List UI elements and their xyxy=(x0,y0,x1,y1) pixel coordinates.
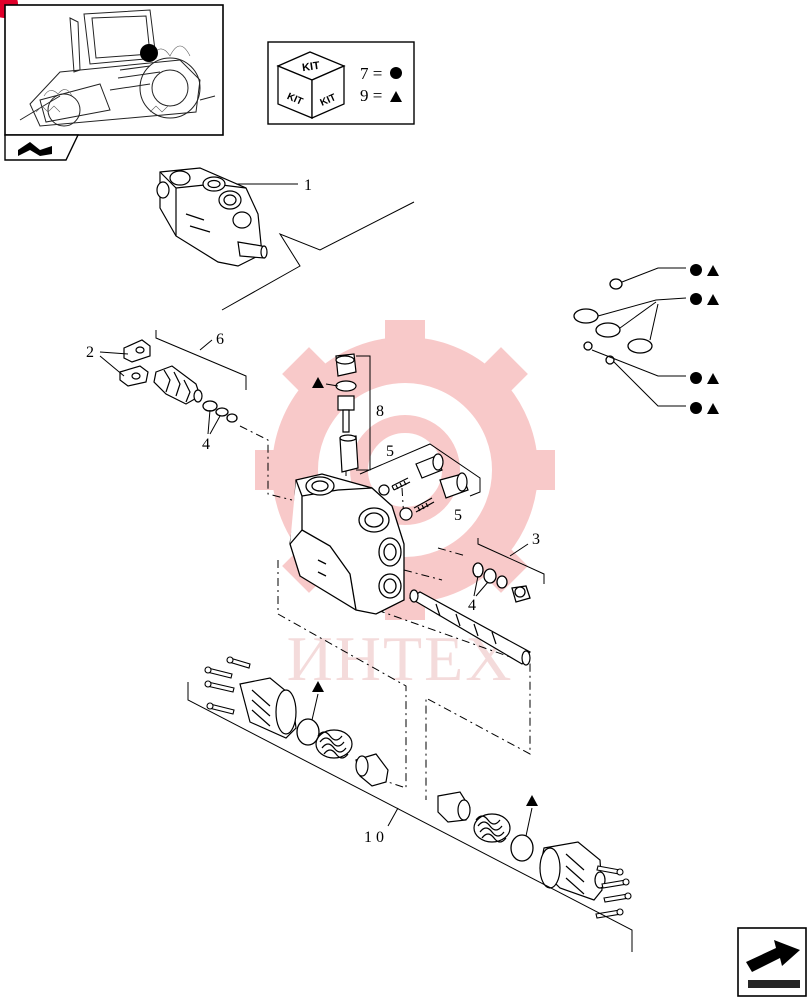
triangle-symbol-icon xyxy=(312,681,324,692)
bolts-left xyxy=(204,656,251,715)
relief-valve-part-8 xyxy=(335,353,359,473)
tractor-location-thumbnail[interactable] xyxy=(4,4,224,136)
kit-box-icon xyxy=(276,51,346,119)
seal-kit-symbols xyxy=(690,264,719,414)
callout-6: 6 xyxy=(216,331,224,348)
kit-line-circle: 7 = xyxy=(360,64,382,83)
callout-5-bottom: 5 xyxy=(454,507,462,524)
break-line xyxy=(221,201,415,311)
triangle-symbol-icon xyxy=(312,377,324,388)
bracket-8 xyxy=(356,355,371,471)
callout-4-right: 4 xyxy=(468,597,476,614)
leader-10 xyxy=(387,807,399,827)
leader-triangle-right xyxy=(525,807,533,837)
callout-2: 2 xyxy=(86,344,94,361)
triangle-symbol-icon xyxy=(526,795,538,806)
leader-triangle-left xyxy=(311,693,319,721)
spring-seat-left xyxy=(355,753,389,787)
bracket-5 xyxy=(359,443,481,497)
kit-label-top: KIT xyxy=(301,60,320,74)
valve-block-part-1 xyxy=(156,167,268,267)
hydraulic-section-icon[interactable] xyxy=(4,134,80,161)
watermark-gear-icon xyxy=(255,320,555,620)
o-rings-4-right xyxy=(472,562,531,603)
spool-part-6 xyxy=(153,365,203,405)
callout-5-top: 5 xyxy=(386,443,394,460)
clip-part-2 xyxy=(119,339,151,387)
o-rings-4-left xyxy=(202,400,238,423)
callout-10: 1 0 xyxy=(364,829,384,846)
seal-kit-rings xyxy=(573,278,653,365)
cap-left xyxy=(239,677,297,739)
spring-left xyxy=(315,729,353,759)
leaders-4-left xyxy=(207,409,221,435)
kit-legend: KIT KIT KIT 7 = 9 = xyxy=(267,41,415,125)
callout-1: 1 xyxy=(304,177,312,194)
spring-right xyxy=(473,813,511,843)
leader-triangle-8 xyxy=(325,383,339,387)
o-ring-right-cap xyxy=(510,834,534,862)
main-spool xyxy=(408,589,531,666)
seal-kit-leaders xyxy=(591,267,687,407)
bracket-10 xyxy=(187,682,633,952)
callout-8: 8 xyxy=(376,403,384,420)
next-page-arrow-icon[interactable] xyxy=(737,927,807,997)
circle-symbol-icon xyxy=(390,67,402,79)
leaders-4-right xyxy=(473,575,489,597)
bolts-right xyxy=(595,865,632,919)
leader-3 xyxy=(509,543,529,557)
callout-4-left: 4 xyxy=(202,436,210,453)
spring-seat-right xyxy=(437,791,471,823)
triangle-symbol-icon xyxy=(390,91,402,102)
bracket-6 xyxy=(155,330,247,390)
check-valve-part-5 xyxy=(378,453,469,521)
valve-section-body xyxy=(289,473,405,615)
bracket-3 xyxy=(477,538,545,584)
o-ring-left-cap xyxy=(296,718,320,746)
location-dot xyxy=(140,44,158,62)
leader-6 xyxy=(199,339,213,351)
cap-right xyxy=(539,841,606,901)
leaders-2 xyxy=(99,351,129,377)
callout-3: 3 xyxy=(532,531,540,548)
kit-line-triangle: 9 = xyxy=(360,86,382,105)
